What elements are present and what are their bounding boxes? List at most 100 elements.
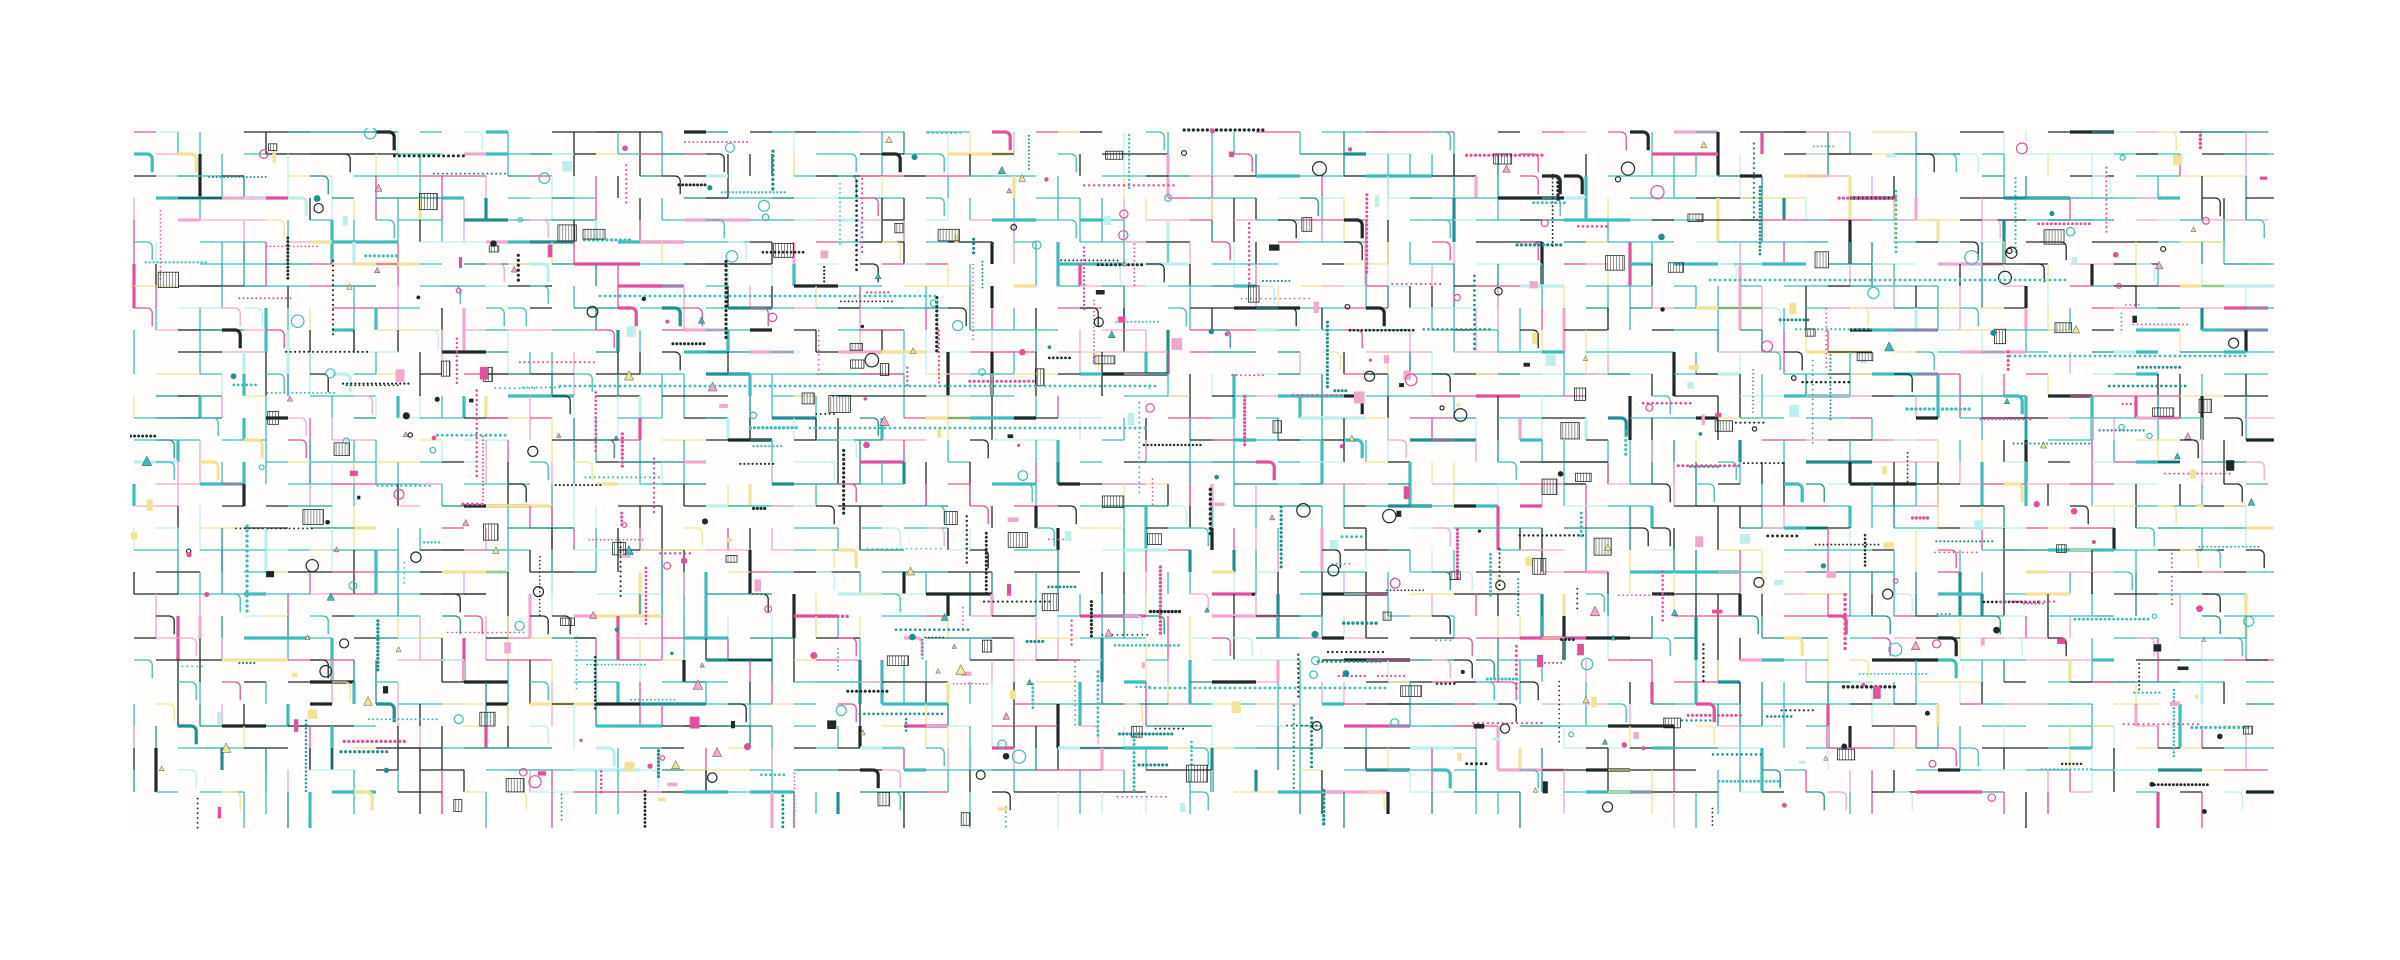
dot — [618, 538, 621, 541]
dot — [817, 373, 820, 376]
maze-bend — [354, 395, 373, 415]
maze-bend — [1476, 659, 1495, 679]
dot — [1115, 320, 1118, 323]
dot — [2200, 472, 2203, 475]
dot — [1477, 722, 1480, 725]
dot — [786, 426, 790, 430]
dot — [257, 176, 260, 178]
dot — [1944, 613, 1947, 615]
dot — [257, 527, 260, 530]
dot — [1301, 394, 1304, 397]
dot — [742, 592, 745, 595]
dot — [1097, 184, 1101, 187]
dot — [469, 631, 471, 634]
dot — [316, 245, 318, 248]
dot — [252, 527, 255, 530]
dot — [757, 191, 760, 194]
dot — [2079, 442, 2082, 445]
dot — [331, 259, 335, 262]
dot — [1473, 342, 1476, 346]
dot — [1762, 421, 1765, 424]
dot — [1979, 417, 1983, 421]
dot — [331, 284, 335, 287]
dot — [291, 391, 294, 394]
dot — [801, 250, 805, 254]
maze-bend — [222, 791, 241, 811]
dot — [348, 350, 351, 353]
dot — [1138, 411, 1141, 414]
dot — [316, 350, 319, 353]
dot — [1853, 543, 1856, 546]
dot — [392, 384, 395, 387]
dot — [234, 176, 237, 178]
maze-bend — [2224, 417, 2243, 437]
dot — [1126, 644, 1130, 647]
dot — [797, 250, 801, 254]
dot — [793, 791, 796, 794]
dot — [1576, 587, 1579, 590]
dot — [855, 243, 858, 247]
dot — [1104, 259, 1107, 262]
dot — [1127, 170, 1131, 174]
dot — [2077, 617, 2081, 621]
pipe-lines-layer — [132, 130, 2274, 828]
dot — [1515, 677, 1519, 681]
dot — [276, 297, 279, 300]
dot — [1062, 538, 1064, 541]
dot — [516, 258, 520, 262]
dot — [1899, 672, 1902, 675]
dot — [1136, 732, 1140, 736]
maze-bend — [1960, 747, 1979, 767]
dot — [2170, 552, 2173, 555]
dot — [358, 384, 361, 387]
dot — [1132, 789, 1136, 793]
dot — [1126, 795, 1129, 798]
dot — [1979, 540, 1982, 543]
dot — [855, 194, 858, 198]
dot — [644, 598, 648, 602]
dot — [1936, 613, 1939, 615]
dot — [186, 665, 189, 668]
dot — [1975, 551, 1978, 554]
dot — [855, 209, 858, 212]
dot — [895, 712, 898, 716]
dot — [1351, 621, 1355, 625]
dot — [1752, 216, 1756, 219]
dot — [351, 739, 356, 744]
dot — [1070, 643, 1073, 646]
dot — [1811, 709, 1814, 712]
dot — [272, 297, 275, 300]
dot — [2198, 145, 2203, 150]
dot — [1151, 478, 1154, 480]
dot — [460, 631, 462, 634]
dot — [1473, 323, 1476, 326]
dot — [304, 774, 308, 777]
dot — [1162, 732, 1166, 736]
dot — [259, 297, 262, 300]
dot — [1843, 328, 1846, 331]
dot — [1753, 421, 1756, 424]
dot — [1415, 589, 1417, 592]
maze-bend — [178, 769, 197, 789]
dot — [1455, 539, 1460, 543]
dot — [965, 533, 968, 536]
dot — [2124, 304, 2127, 306]
dot — [374, 739, 379, 744]
dot — [482, 487, 484, 490]
dot — [475, 460, 478, 463]
dot — [1752, 171, 1756, 175]
dot — [1865, 328, 1868, 331]
dot — [1551, 229, 1554, 231]
dot — [1127, 134, 1131, 137]
dot — [1825, 330, 1828, 333]
dot — [588, 361, 591, 364]
dot — [611, 476, 615, 479]
maze-bend — [178, 724, 198, 745]
dot — [1116, 795, 1119, 798]
dot — [1961, 551, 1964, 554]
dot — [1551, 181, 1554, 184]
dot — [1811, 379, 1814, 381]
dot — [1404, 589, 1406, 592]
dot — [1261, 128, 1265, 132]
dot — [1455, 528, 1460, 532]
